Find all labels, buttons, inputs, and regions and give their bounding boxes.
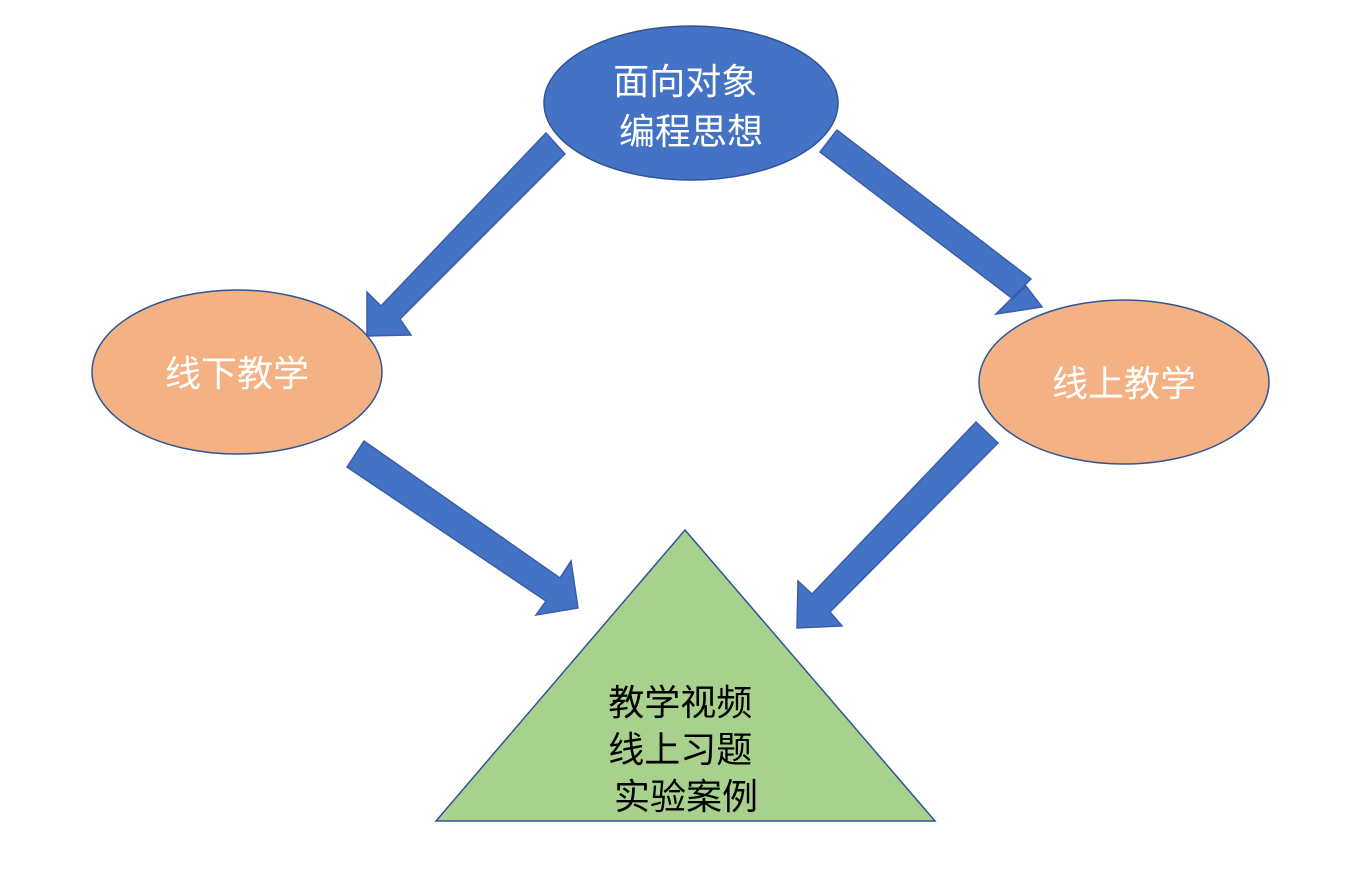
top-node-line-2: 编程思想 xyxy=(619,112,763,153)
bottom-node-shape xyxy=(434,528,937,822)
left-node-shape xyxy=(91,289,383,455)
left-node: 线下教学 xyxy=(91,289,383,455)
top-node-line-1: 面向对象 xyxy=(613,62,757,103)
svg-text:面向对象 编程思想: 面向对象 编程思想 xyxy=(613,62,768,153)
left-node-label: 线下教学 xyxy=(165,354,309,395)
arrow-left-to-bottom xyxy=(345,439,579,617)
top-node-shape xyxy=(543,25,839,181)
top-node: 面向对象 编程思想 xyxy=(543,25,839,181)
bottom-node: 教学视频 线上习题 实验案例 xyxy=(434,528,937,822)
bottom-node-line-1: 教学视频 xyxy=(608,683,752,724)
bottom-node-line-2: 线上习题 xyxy=(608,730,752,771)
bottom-node-line-3: 实验案例 xyxy=(614,777,758,818)
right-node-shape xyxy=(978,299,1270,465)
arrow-top-to-right xyxy=(818,128,1044,316)
right-node-label: 线上教学 xyxy=(1052,364,1196,405)
arrow-top-to-left xyxy=(366,131,567,337)
arrow-right-to-bottom xyxy=(796,420,1000,629)
right-node: 线上教学 xyxy=(978,299,1270,465)
svg-text:教学视频 线上习题 实验案例: 教学视频 线上习题 实验案例 xyxy=(608,683,763,818)
